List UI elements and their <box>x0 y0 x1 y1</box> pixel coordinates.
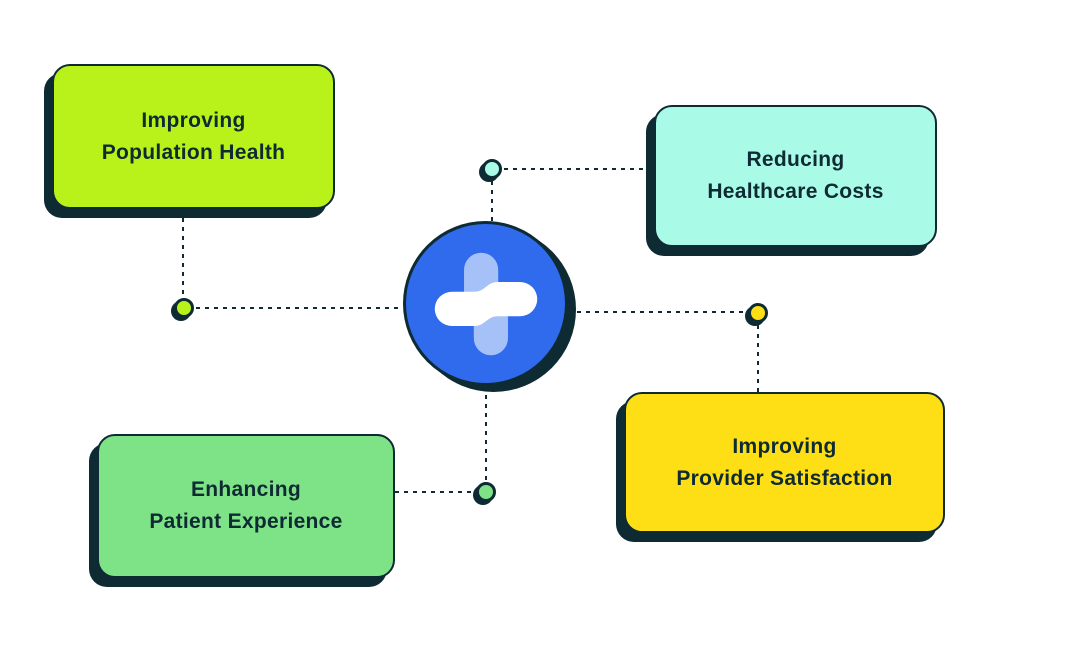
node-label-line2: Provider Satisfaction <box>676 466 893 490</box>
connector-line-patient-experience-vertical <box>485 386 487 480</box>
connector-line-population-health-horizontal <box>196 307 403 309</box>
connector-dot-healthcare-costs <box>482 159 502 179</box>
node-label-line1: Enhancing <box>190 478 302 501</box>
connector-dot-provider-satisfaction <box>748 303 768 323</box>
node-label-line2: Healthcare Costs <box>707 180 884 203</box>
node-enhancing-patient-experience: Enhancing Patient Experience <box>97 434 395 578</box>
node-improving-population-health: Improving Population Health <box>52 64 335 209</box>
logo-horizontal-wave-shape <box>434 281 537 326</box>
connector-line-healthcare-costs-horizontal <box>504 168 654 170</box>
medical-asterisk-logo-icon <box>434 252 537 355</box>
node-reducing-healthcare-costs: Reducing Healthcare Costs <box>654 105 937 247</box>
node-label-line2: Population Health <box>101 140 286 164</box>
node-label-line2: Patient Experience <box>149 510 343 533</box>
node-label-line1: Reducing <box>746 148 845 171</box>
connector-line-population-health-vertical <box>182 218 184 298</box>
node-label-line1: Improving <box>732 434 837 458</box>
node-improving-provider-satisfaction: Improving Provider Satisfaction <box>624 392 945 533</box>
connector-line-healthcare-costs-vertical <box>491 181 493 221</box>
connector-dot-patient-experience <box>476 482 496 502</box>
connector-line-provider-satisfaction-vertical <box>757 325 759 392</box>
connector-line-patient-experience-horizontal <box>395 491 474 493</box>
hub-circle <box>403 221 568 386</box>
node-label-line1: Improving <box>141 108 246 132</box>
connector-dot-population-health <box>174 298 194 318</box>
connector-line-provider-satisfaction-horizontal <box>568 311 746 313</box>
